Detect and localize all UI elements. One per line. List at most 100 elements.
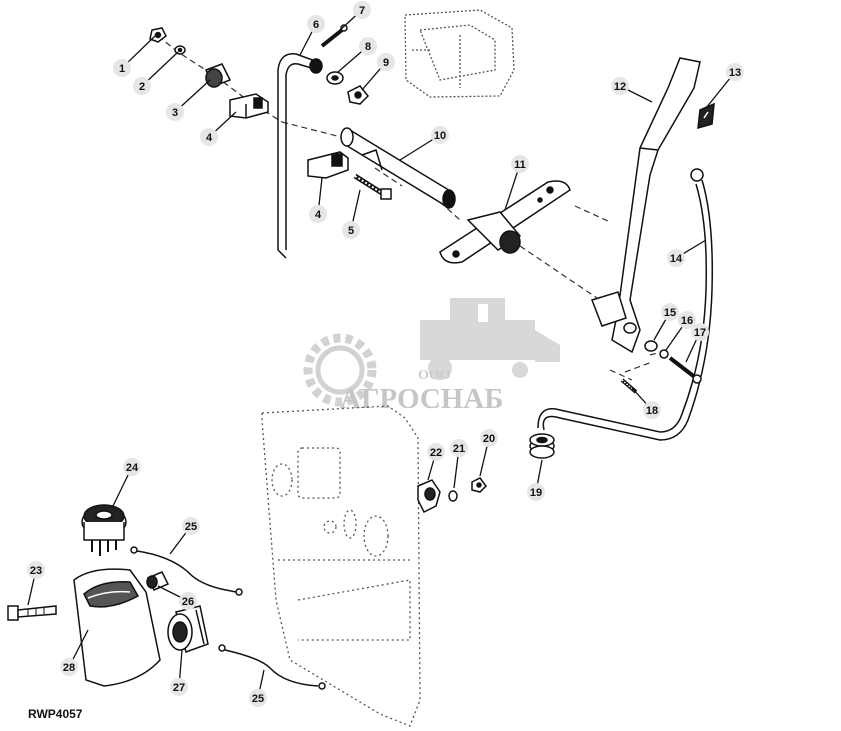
- part-15-washer: [644, 340, 658, 352]
- callout-14: 14: [667, 239, 707, 267]
- callout-number: 28: [63, 662, 75, 674]
- cab-panel-outline: [261, 405, 421, 727]
- callout-28: 28: [60, 629, 89, 676]
- callout-number: 11: [514, 159, 526, 171]
- part-25-wire-upper: [130, 546, 243, 596]
- callout-bubble: [307, 15, 325, 33]
- callout-6: 6: [299, 15, 325, 56]
- callout-number: 12: [614, 81, 626, 93]
- callout-bubble: [249, 689, 267, 707]
- callout-number: 13: [729, 67, 741, 79]
- callout-number: 16: [681, 315, 693, 327]
- part-19-grommet: [529, 433, 555, 459]
- part-28-cover: [73, 568, 161, 687]
- callout-number: 4: [206, 132, 213, 144]
- callout-bubble: [170, 678, 188, 696]
- callout-number: 22: [430, 447, 442, 459]
- part-25-wire-lower: [218, 644, 326, 690]
- callout-10: 10: [399, 126, 449, 161]
- part-8-washer: [326, 71, 344, 85]
- callout-number: 2: [139, 81, 145, 93]
- part-1-nut: [149, 27, 167, 43]
- callout-25: 25: [169, 517, 200, 555]
- callout-bubble: [611, 77, 629, 95]
- callout-bubble: [527, 483, 545, 501]
- callout-bubble: [342, 221, 360, 239]
- callout-bubble: [726, 63, 744, 81]
- part-4-bracket-upper: [229, 93, 269, 119]
- callout-bubble: [678, 311, 696, 329]
- callout-bubble: [450, 439, 468, 457]
- callout-number: 1: [119, 63, 125, 75]
- callout-26: 26: [157, 585, 197, 610]
- callout-23: 23: [27, 561, 45, 606]
- watermark-prefix: ООО: [418, 368, 451, 383]
- part-17-bolt: [668, 356, 702, 384]
- part-10-shaft: [340, 127, 456, 209]
- part-22-clip: [417, 479, 441, 514]
- part-6-rod: [277, 53, 323, 259]
- part-14-cable: [537, 168, 714, 441]
- callout-number: 21: [453, 443, 465, 455]
- callout-bubble: [353, 1, 371, 19]
- callout-bubble: [60, 658, 78, 676]
- part-4-bracket-lower: [307, 151, 349, 179]
- part-9-nut: [347, 85, 370, 105]
- callout-bubble: [113, 59, 131, 77]
- part-5-bolt: [353, 173, 392, 200]
- part-23-bolt: [7, 605, 57, 621]
- part-12-handle-lever: [591, 57, 701, 354]
- watermark-company-name: АГРОСНАБ: [340, 383, 503, 415]
- callout-bubble: [166, 103, 184, 121]
- callout-bubble: [427, 443, 445, 461]
- callout-number: 3: [172, 107, 178, 119]
- callout-27: 27: [170, 649, 188, 696]
- callout-number: 15: [664, 307, 676, 319]
- callout-7: 7: [339, 1, 371, 31]
- callout-bubble: [431, 126, 449, 144]
- callout-number: 20: [483, 433, 495, 445]
- callout-8: 8: [337, 37, 377, 73]
- part-26-bushing: [146, 571, 170, 591]
- callout-number: 25: [252, 693, 264, 705]
- callout-16: 16: [665, 311, 696, 351]
- callout-number: 7: [359, 5, 365, 17]
- callout-22: 22: [427, 443, 445, 481]
- callout-15: 15: [653, 303, 679, 341]
- callout-4: 4: [200, 111, 237, 146]
- part-20-nut: [471, 477, 487, 493]
- callout-number: 24: [126, 462, 139, 474]
- part-13-knob: [697, 102, 715, 130]
- callout-bubble: [667, 249, 685, 267]
- callout-number: 27: [173, 682, 185, 694]
- callout-bubble: [200, 128, 218, 146]
- callout-bubble: [133, 77, 151, 95]
- callout-number: 10: [434, 130, 446, 142]
- callout-number: 5: [348, 225, 354, 237]
- callout-12: 12: [611, 77, 653, 103]
- part-3-bushing: [204, 63, 232, 88]
- callout-number: 26: [182, 596, 194, 608]
- callout-bubble: [179, 592, 197, 610]
- callout-11: 11: [504, 155, 529, 211]
- part-7-pin: [320, 24, 348, 48]
- part-24-switch: [81, 504, 127, 556]
- callout-bubble: [27, 561, 45, 579]
- part-16-washer: [659, 349, 669, 359]
- part-27-socket: [167, 605, 209, 653]
- callout-19: 19: [527, 459, 545, 501]
- callout-24: 24: [111, 458, 141, 509]
- part-11-lever-plate: [439, 180, 571, 264]
- callout-21: 21: [450, 439, 468, 489]
- callout-2: 2: [133, 51, 179, 95]
- callout-1: 1: [113, 35, 156, 77]
- callout-13: 13: [705, 63, 744, 109]
- callout-9: 9: [361, 53, 395, 91]
- callout-18: 18: [631, 387, 661, 419]
- callout-number: 4: [315, 209, 322, 221]
- callout-number: 8: [365, 41, 371, 53]
- callout-bubble: [691, 323, 709, 341]
- part-21-washer: [448, 490, 458, 502]
- callout-bubble: [480, 429, 498, 447]
- callout-bubble: [359, 37, 377, 55]
